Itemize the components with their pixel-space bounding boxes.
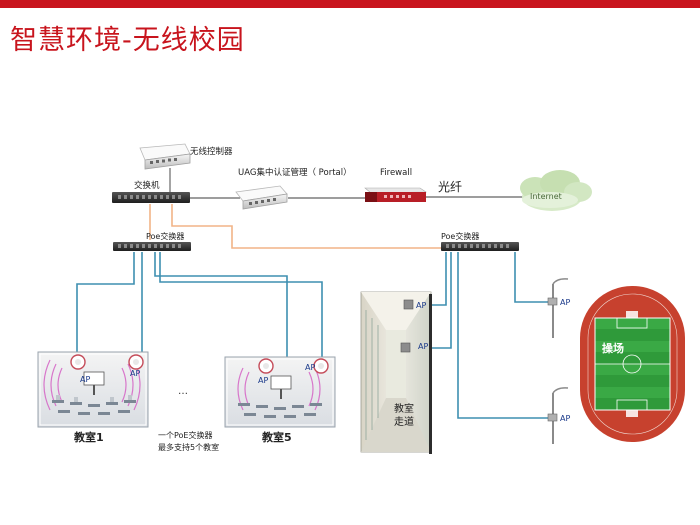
uag-label: UAG集中认证管理（ Portal） (238, 167, 352, 178)
classroom-1-label: 教室1 (73, 430, 104, 444)
field-light-pole-2 (547, 387, 569, 444)
field-ap-label-1: AP (560, 298, 570, 307)
poe-switch-right (441, 242, 519, 251)
classroom-1-ap-label-2: AP (130, 369, 140, 378)
classroom-5-label: 教室5 (261, 430, 292, 444)
core-switch-device (112, 192, 190, 203)
page-title: 智慧环境-无线校园 (10, 25, 245, 56)
poe-note-line-2: 最多支持5个教室 (158, 442, 219, 452)
corridor-label-line-1: 教室 (394, 402, 414, 415)
poe-switch-left (113, 242, 191, 251)
corridor-ap-label-2: AP (418, 342, 428, 351)
field-ap-label-2: AP (560, 414, 570, 423)
firewall-device (364, 187, 427, 202)
corridor-label-line-2: 走道 (394, 415, 414, 428)
sports-field-illustration (580, 286, 685, 442)
classroom-5-ap-label: AP (258, 376, 268, 385)
corridor-illustration (360, 291, 432, 454)
core-switch-label: 交换机 (134, 180, 160, 191)
field-label: 操场 (602, 341, 624, 355)
classroom-1-ap-label: AP (80, 375, 90, 384)
poe-note-line-1: 一个PoE交换器 (158, 430, 213, 440)
ellipsis-text: … (178, 386, 188, 397)
poe-switch-left-label: Poe交换器 (146, 231, 184, 241)
corridor-ap-label-1: AP (416, 301, 426, 310)
classroom-5-ap-label-2: AP (305, 363, 315, 372)
wireless-controller-label: 无线控制器 (190, 146, 233, 157)
top-accent-bar (0, 0, 700, 8)
field-light-pole-1 (547, 278, 569, 338)
internet-label: Internet (530, 192, 562, 201)
uag-device (235, 185, 288, 210)
classroom-1-illustration (37, 351, 149, 428)
internet-cloud-icon (520, 170, 592, 211)
uplink-links (149, 168, 525, 249)
classroom-5-illustration (224, 356, 336, 428)
wireless-controller-device (139, 143, 191, 170)
fiber-label: 光纤 (438, 180, 462, 194)
poe-switch-right-label: Poe交换器 (441, 231, 479, 241)
firewall-label: Firewall (380, 168, 412, 178)
